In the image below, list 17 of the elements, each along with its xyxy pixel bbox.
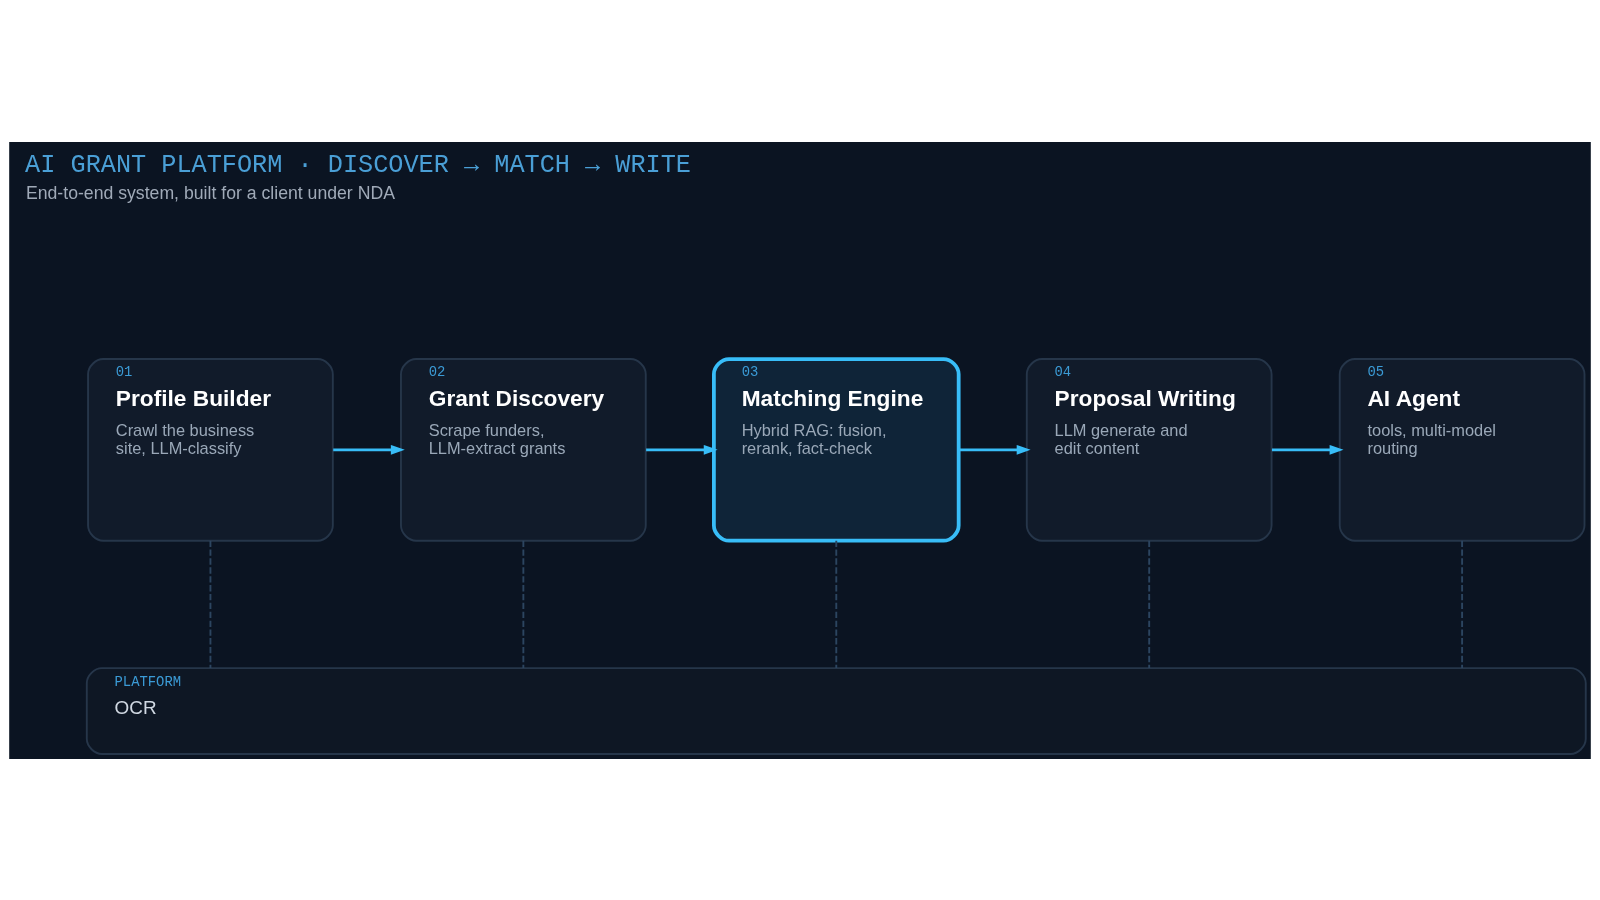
connector bbox=[522, 539, 525, 669]
node-box: 01 Profile Builder Crawl the business site, LLM-classify bbox=[87, 357, 334, 542]
diagram-title: AI GRANT PLATFORM · DISCOVER → MATCH → WRITE bbox=[25, 150, 692, 180]
node-box: 02 Grant Discovery Scrape funders, LLM-extract grants bbox=[400, 357, 647, 542]
arrow bbox=[1271, 444, 1344, 455]
connector bbox=[835, 539, 838, 669]
label: End-to-end system, built for a client under NDA bbox=[25, 182, 395, 203]
node-box: PLATFORM OCR bbox=[85, 666, 1587, 755]
arrow bbox=[959, 444, 1031, 455]
arrow bbox=[646, 444, 718, 455]
connector bbox=[209, 539, 212, 669]
arrow bbox=[333, 444, 405, 455]
node-box: 03 Matching Engine Hybrid RAG: fusion, rerank, fact-check bbox=[712, 356, 961, 543]
connector bbox=[1461, 539, 1464, 669]
node-box: 05 AI Agent tools, multi-model routing bbox=[1338, 357, 1586, 542]
connector bbox=[1148, 539, 1151, 669]
node-box: 04 Proposal Writing LLM generate and edit content bbox=[1025, 357, 1273, 542]
